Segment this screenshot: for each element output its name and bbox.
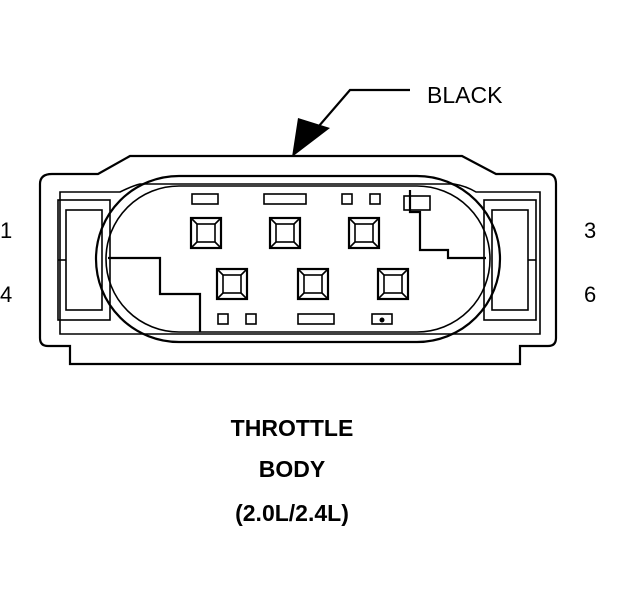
slot-bottom-3 [297,313,335,325]
callout-arrow [292,88,410,157]
pin-terminal [347,216,381,250]
pin-label-1: 1 [0,218,12,243]
pin-terminal [215,267,249,301]
right-latch [483,199,537,321]
caption-line-1: THROTTLE [231,415,354,441]
pin-terminal [268,216,302,250]
slot-top-3 [341,193,353,205]
caption-line-2: BODY [259,456,325,482]
keying-step-left [108,256,202,332]
caption-line-3: (2.0L/2.4L) [235,500,349,526]
keying-tab-right [403,195,431,211]
slot-bottom-dot [379,317,385,323]
keying-step-right [408,190,486,260]
pin-cavity-inner [105,185,491,333]
slot-bottom-1 [217,313,229,325]
pin-label-6: 6 [584,282,596,307]
pin-label-4: 4 [0,282,12,307]
slot-top-4 [369,193,381,205]
left-latch [57,199,111,321]
slot-top-2 [263,193,307,205]
pin-terminal [296,267,330,301]
slot-top-1 [191,193,219,205]
callout-label-black: BLACK [427,82,503,108]
slot-bottom-4 [371,313,393,325]
pin-terminal [376,267,410,301]
pin-cavity-outer [94,174,502,344]
pin-terminal [189,216,223,250]
pin-label-3: 3 [584,218,596,243]
slot-bottom-2 [245,313,257,325]
connector-housing-outer [38,154,558,366]
